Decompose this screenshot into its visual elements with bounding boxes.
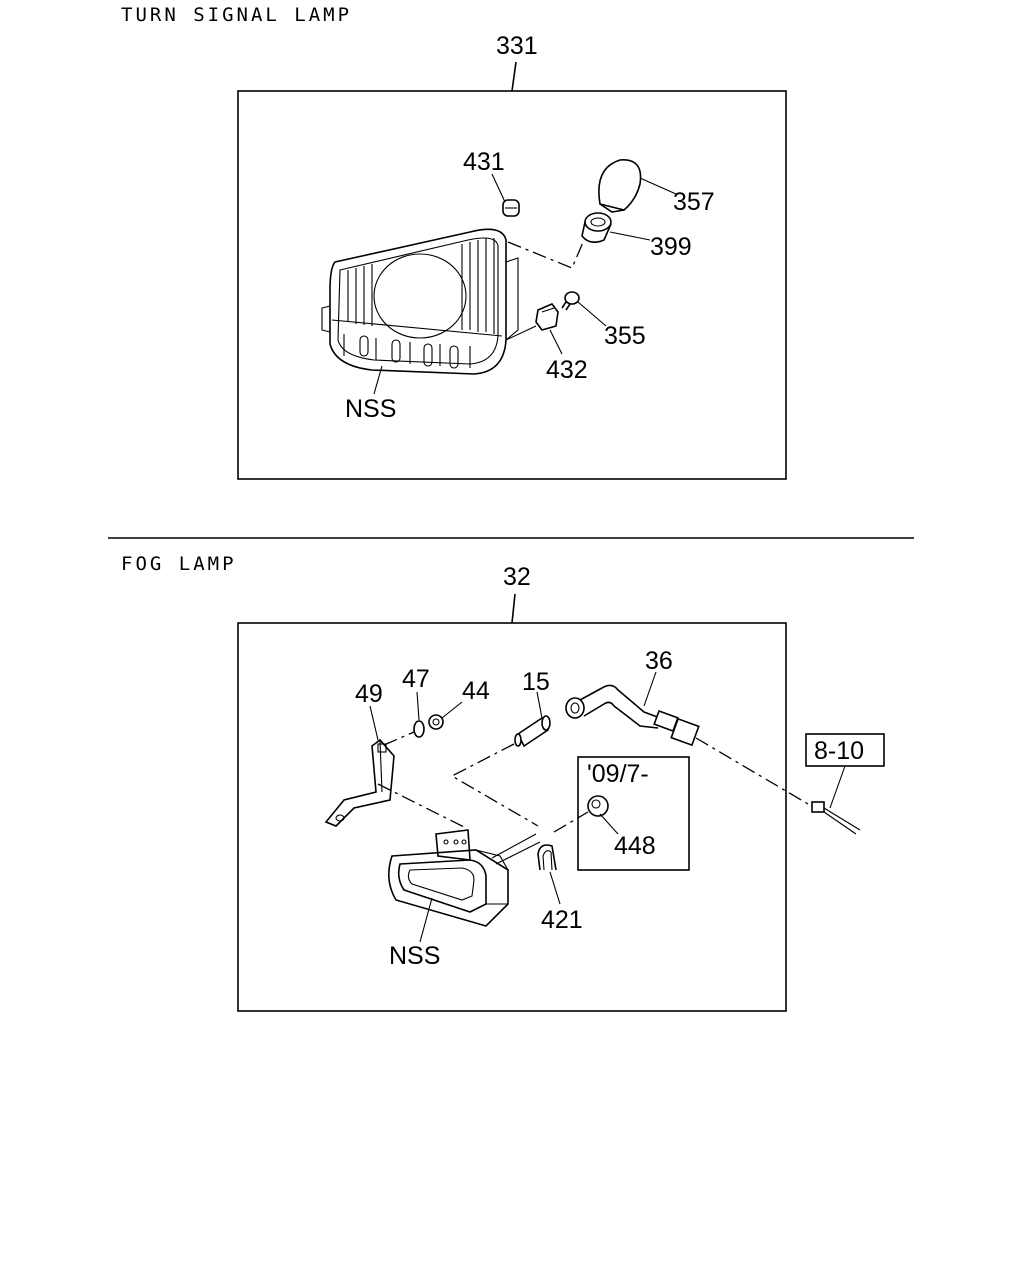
callout-nss-turn: NSS — [345, 395, 396, 423]
leader-448 — [599, 813, 619, 835]
bulb-path — [450, 743, 539, 827]
leader-44 — [441, 701, 463, 719]
callout-355: 355 — [604, 322, 646, 350]
fog-lamp-title: FOG LAMP — [121, 553, 237, 575]
part-448-grommet — [587, 795, 609, 817]
turn-signal-lamp-housing — [321, 228, 519, 375]
external-connector — [811, 801, 861, 835]
bracket-path — [377, 783, 467, 829]
callout-36: 36 — [645, 647, 673, 675]
leader-421 — [549, 871, 561, 905]
turn-signal-lamp-title: TURN SIGNAL LAMP — [121, 4, 353, 26]
leader-355 — [577, 301, 607, 327]
part-15-bulb — [514, 715, 551, 748]
turn-signal-lamp-panel: 331 — [237, 32, 787, 480]
callout-421: 421 — [541, 906, 583, 934]
callout-15: 15 — [522, 668, 550, 696]
callout-49: 49 — [355, 680, 383, 708]
part-44-nut — [428, 714, 444, 730]
callout-47: 47 — [402, 665, 430, 693]
clip-attach-line — [505, 325, 537, 341]
part-36-harness — [565, 684, 700, 747]
part-399-socket — [581, 212, 612, 244]
leader-36 — [643, 671, 657, 707]
leader-399 — [609, 231, 651, 241]
part-357-bulb — [598, 159, 642, 213]
leader-49 — [369, 705, 379, 741]
external-ref-8-10: 8-10 — [814, 737, 864, 765]
ref-leader — [829, 765, 846, 809]
callout-357: 357 — [673, 188, 715, 216]
fog-lamp-frame — [237, 622, 787, 1012]
leader-431 — [491, 173, 506, 203]
leader-357 — [639, 177, 677, 195]
callout-432: 432 — [546, 356, 588, 384]
date-note: '09/7- — [587, 760, 649, 788]
turn-signal-frame — [237, 90, 787, 480]
callout-399: 399 — [650, 233, 692, 261]
fog-lamp-panel: 32 36 8-10 — [237, 563, 885, 1012]
body-pipe-line-1 — [491, 833, 537, 859]
part-431-grommet — [502, 199, 520, 217]
turn-signal-assembly-ref: 331 — [496, 32, 538, 60]
callout-nss-fog: NSS — [389, 942, 440, 970]
part-432-clip — [535, 303, 559, 331]
part-421-hose — [537, 844, 557, 871]
turn-signal-assembly-path — [507, 239, 585, 269]
part-47-washer — [413, 720, 425, 738]
callout-448: 448 — [614, 832, 656, 860]
leader-nss-fog — [419, 897, 433, 943]
fog-lamp-housing — [388, 829, 509, 927]
bolt-path — [383, 731, 415, 746]
leader-432 — [549, 329, 563, 355]
leader-15 — [536, 691, 543, 719]
grommet-path — [553, 811, 589, 833]
harness-connector-path — [695, 737, 809, 805]
part-355-screw — [561, 291, 580, 311]
date-note-box — [577, 756, 690, 871]
part-49-bracket — [324, 738, 395, 827]
assembly-ref-leader — [511, 61, 517, 92]
callout-431: 431 — [463, 148, 505, 176]
fog-assembly-ref-leader — [511, 593, 516, 624]
leader-47 — [416, 691, 420, 721]
leader-nss-turn — [373, 365, 383, 395]
callout-44: 44 — [462, 677, 490, 705]
body-pipe-line-2 — [495, 841, 541, 865]
fog-lamp-assembly-ref: 32 — [503, 563, 531, 591]
